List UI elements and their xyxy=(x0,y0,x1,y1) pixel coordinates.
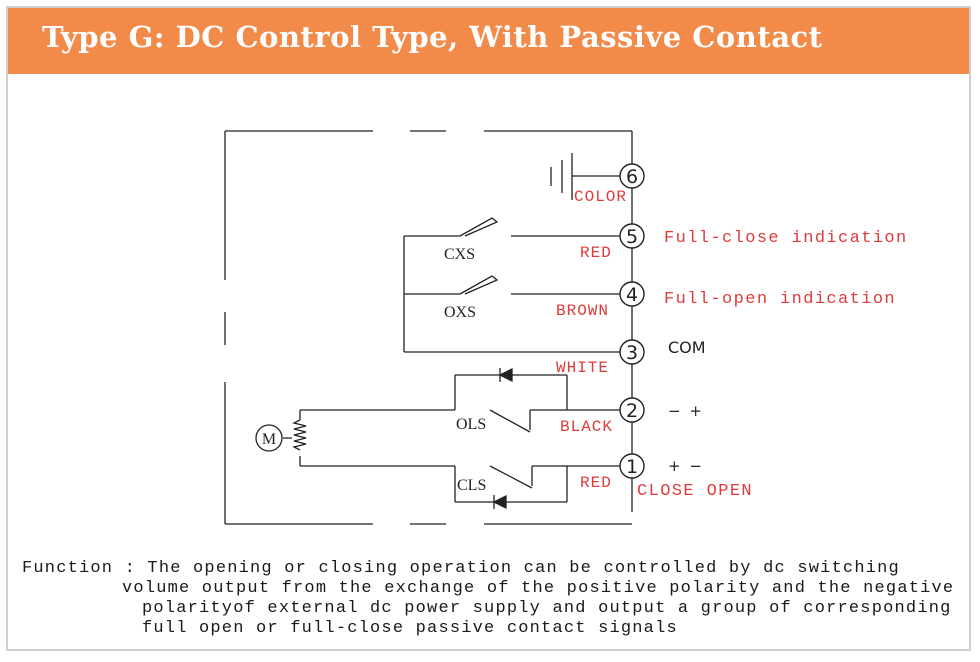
desc-com: COM xyxy=(668,338,706,357)
motor-label: M xyxy=(262,431,276,448)
terminal-3-number: 3 xyxy=(626,342,638,364)
terminal-4 xyxy=(619,281,645,307)
terminal-6 xyxy=(619,163,645,189)
terminal-5 xyxy=(619,223,645,249)
terminal-3 xyxy=(619,339,645,365)
polarity-terminal-1: + − xyxy=(668,457,704,475)
terminal-2-number: 2 xyxy=(626,400,638,422)
wire-label-brown: BROWN xyxy=(556,302,609,320)
ols-blade xyxy=(489,409,531,433)
wire-label-red-5: RED xyxy=(580,244,612,262)
cls-diode xyxy=(492,494,507,510)
polarity-terminal-2: − + xyxy=(668,402,704,420)
cxs-blade xyxy=(459,217,499,237)
ols-diode xyxy=(498,367,513,383)
wire-label-black: BLACK xyxy=(560,418,613,436)
desc-full-close: Full-close indication xyxy=(664,229,908,248)
terminal-2 xyxy=(619,397,645,423)
terminal-6-number: 6 xyxy=(626,166,638,188)
switch-label-cxs: CXS xyxy=(444,246,475,263)
wire-label-white: WHITE xyxy=(556,359,609,377)
terminal-4-number: 4 xyxy=(626,284,638,306)
motor-symbol xyxy=(255,424,283,452)
terminal-5-number: 5 xyxy=(626,226,638,248)
terminal-1-number: 1 xyxy=(626,456,638,478)
oxs-blade xyxy=(459,275,499,295)
wire-label-red-1: RED xyxy=(580,474,612,492)
switch-label-ols: OLS xyxy=(456,416,486,433)
switch-label-oxs: OXS xyxy=(444,304,476,321)
content-frame xyxy=(6,6,971,651)
header-bar xyxy=(8,8,969,74)
desc-close-open: CLOSE OPEN xyxy=(637,482,753,501)
desc-full-open: Full-open indication xyxy=(664,290,896,309)
motor-coil xyxy=(292,419,307,451)
page-title: Type G: DC Control Type, With Passive Co… xyxy=(42,20,823,54)
wire-label-color: COLOR xyxy=(574,188,627,206)
terminal-1 xyxy=(619,453,645,479)
switch-label-cls: CLS xyxy=(457,477,486,494)
cls-blade xyxy=(489,465,533,489)
